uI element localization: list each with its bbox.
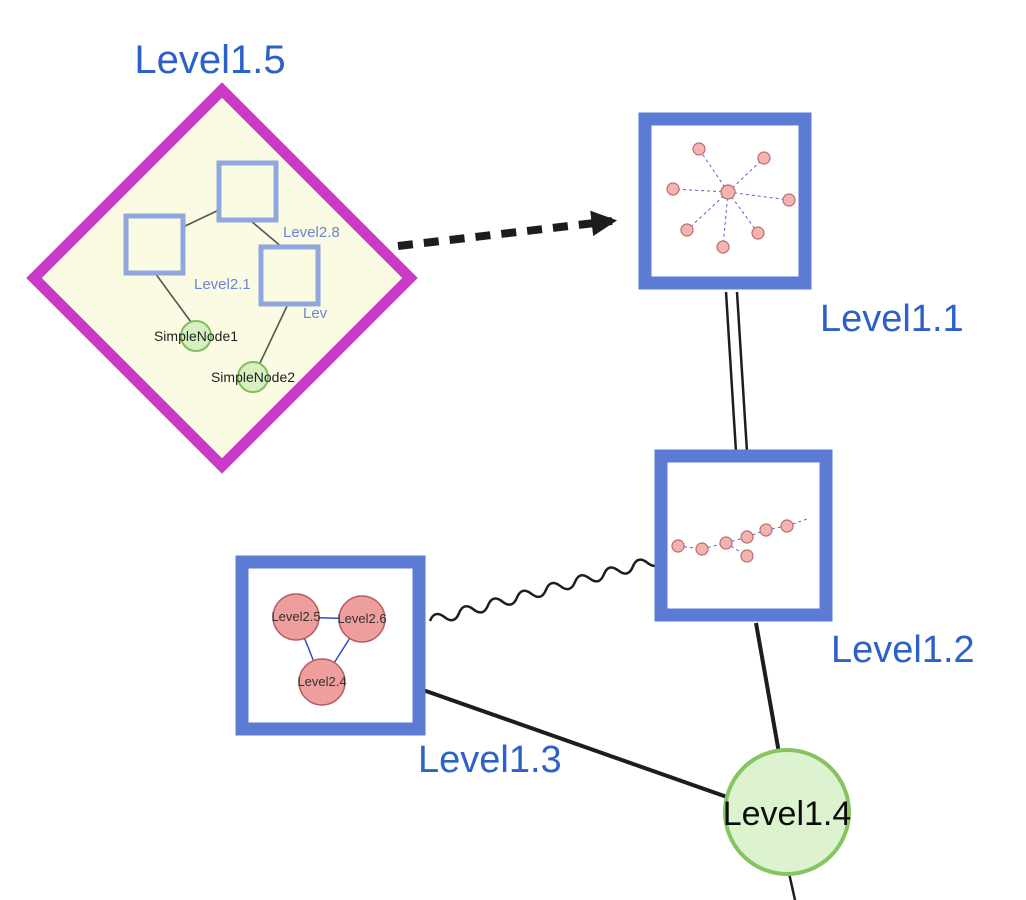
node-level1-4: Level1.4 xyxy=(723,748,852,876)
edge-level1-1-to-level1-2-double[interactable] xyxy=(724,291,749,453)
node-level1-5: Level1.5 Level2.8 Level2.1 Lev SimpleNod… xyxy=(26,38,418,474)
group-node-level2-partial-label: Lev xyxy=(303,305,328,322)
node-level1-3: Level2.5 Level2.6 Level2.4 Level1.3 xyxy=(235,555,562,781)
top-level-edges xyxy=(397,210,797,900)
mini-edge xyxy=(727,157,765,193)
mini-node[interactable] xyxy=(740,530,754,544)
node-level1-2: Level1.2 xyxy=(654,449,975,671)
mini-edge xyxy=(698,148,729,193)
node-level1-4-circle[interactable] xyxy=(723,748,851,876)
mini-node[interactable] xyxy=(759,523,773,537)
mini-node[interactable] xyxy=(720,184,736,200)
node-level1-4-label: Level1.4 xyxy=(723,795,852,833)
mini-node[interactable] xyxy=(695,542,709,556)
group-node-level2-1[interactable] xyxy=(123,213,186,276)
node-simplenode1[interactable] xyxy=(180,320,212,352)
edge-lev-to-simplenode2[interactable] xyxy=(259,303,289,364)
mini-node[interactable] xyxy=(716,240,730,254)
node-level1-3-label: Level1.3 xyxy=(418,739,562,781)
node-level1-2-label: Level1.2 xyxy=(831,629,975,671)
mini-edge xyxy=(727,191,759,234)
node-level1-1: Level1.1 xyxy=(638,112,964,340)
edge-level2-1-to-level2-8[interactable] xyxy=(180,207,224,229)
mini-node[interactable] xyxy=(782,193,796,207)
group-node-level2-8-label: Level2.8 xyxy=(283,224,340,241)
edge-level1-3-to-level1-4[interactable] xyxy=(422,688,728,799)
edge-level1-3-to-level1-2-wavy[interactable] xyxy=(428,554,663,626)
node-simplenode2[interactable] xyxy=(237,361,269,393)
mini-node[interactable] xyxy=(780,519,794,533)
edge-level2-1-to-simplenode1[interactable] xyxy=(154,272,192,323)
node-level1-5-diamond[interactable] xyxy=(26,82,418,474)
edge-level1-2-to-level1-4[interactable] xyxy=(754,622,781,754)
group-node-level2-8[interactable] xyxy=(216,160,279,223)
mini-node[interactable] xyxy=(740,549,754,563)
node-level1-5-label: Level1.5 xyxy=(134,38,285,82)
node-level2-6[interactable] xyxy=(338,595,386,643)
node-level2-4[interactable] xyxy=(298,658,346,706)
node-level1-1-box[interactable] xyxy=(638,112,812,290)
node-level1-3-box[interactable] xyxy=(235,555,426,736)
group-node-level2-1-label: Level2.1 xyxy=(194,276,251,293)
mini-edge xyxy=(727,191,790,201)
node-level1-1-label: Level1.1 xyxy=(820,298,964,340)
double-edge-line-2 xyxy=(735,291,749,453)
node-level2-5[interactable] xyxy=(272,593,320,641)
mini-node[interactable] xyxy=(757,151,771,165)
mini-node[interactable] xyxy=(751,226,765,240)
mini-node[interactable] xyxy=(671,539,685,553)
mini-node[interactable] xyxy=(680,223,694,237)
node-simplenode2-label: SimpleNode2 xyxy=(211,369,295,385)
group-node-level2-partial[interactable] xyxy=(258,244,321,307)
edge-level2-8-to-lev[interactable] xyxy=(250,220,284,249)
node-simplenode1-label: SimpleNode1 xyxy=(154,328,238,344)
mini-node[interactable] xyxy=(666,182,680,196)
edge-level1-5-to-level1-1-dashed-arrow[interactable] xyxy=(397,210,618,250)
double-edge-line-1 xyxy=(724,291,738,453)
node-level2-4-label: Level2.4 xyxy=(297,674,346,689)
level1-3-inner-graph: Level2.5 Level2.6 Level2.4 xyxy=(271,593,387,706)
node-level2-5-label: Level2.5 xyxy=(271,609,320,624)
edge-level1-4-stub[interactable] xyxy=(787,872,797,900)
mini-node[interactable] xyxy=(692,142,706,156)
level1-1-inner-graph xyxy=(666,142,796,254)
mini-node[interactable] xyxy=(719,536,733,550)
level1-2-inner-graph xyxy=(671,518,808,563)
node-level2-6-label: Level2.6 xyxy=(337,611,386,626)
